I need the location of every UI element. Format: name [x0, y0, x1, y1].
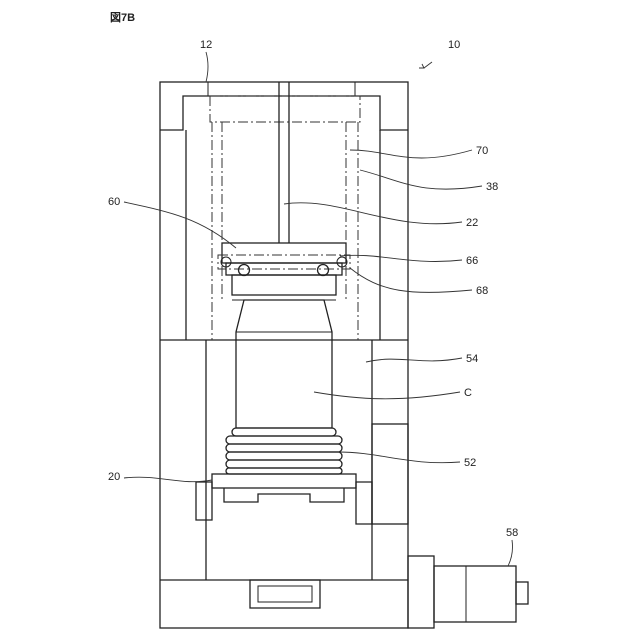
shaft — [279, 82, 289, 243]
label-20: 20 — [108, 471, 120, 483]
piston-head — [218, 243, 350, 300]
lower-table — [196, 474, 372, 524]
label-38: 38 — [486, 181, 498, 193]
label-66: 66 — [466, 255, 478, 267]
motor — [408, 556, 528, 628]
side-plate — [372, 424, 408, 524]
outer-frame — [160, 82, 408, 628]
label-22: 22 — [466, 217, 478, 229]
leader-lines — [124, 52, 513, 566]
bellows — [226, 428, 342, 474]
label-12: 12 — [200, 39, 212, 51]
label-60: 60 — [108, 196, 120, 208]
label-54: 54 — [466, 353, 478, 365]
label-c: C — [464, 387, 472, 399]
label-10: 10 — [448, 39, 460, 51]
guide-cylinder-hidden — [210, 96, 360, 340]
container-c — [236, 300, 332, 428]
label-52: 52 — [464, 457, 476, 469]
bearing-balls — [221, 257, 347, 276]
label-58: 58 — [506, 527, 518, 539]
label-68: 68 — [476, 285, 488, 297]
label-70: 70 — [476, 145, 488, 157]
